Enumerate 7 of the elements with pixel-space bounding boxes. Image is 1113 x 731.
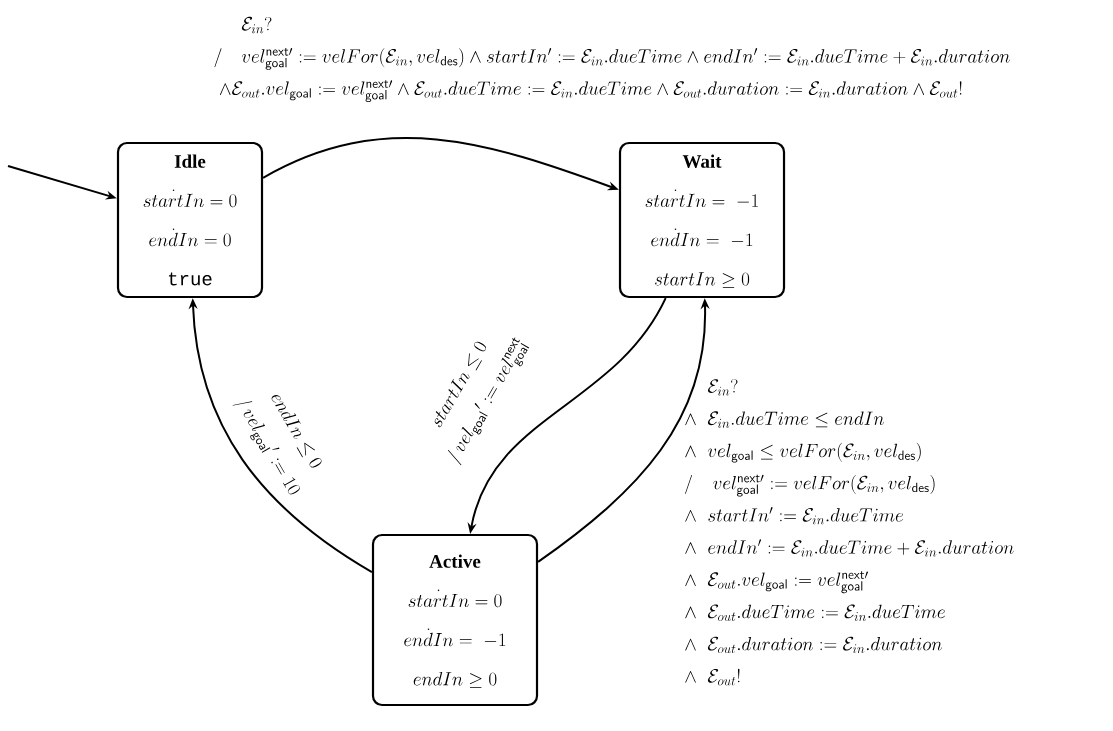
state-box: Wait $\dot{startIn} = \;-1$ $\dot{endIn} = \;-1$ $startIn \geq 0$ xyxy=(618,141,786,299)
edge-label: $\begin{array}{@{}l@{\;\;}l@{}} & \mathcal{E}_{in}? \\ \wedge & \mathcal{E}_{in}.dueTime \leq endIn \\ \wedge & vel_{\mathsf{goal}} \leq velFor(\mathcal{E}_{in}, vel_{\mathsf{des}}) \\ / & \; vel^{\mathsf{next}\prime}_{\mathsf{goal}} := velFor(\mathcal{E}_{in}, vel_{\mathsf{des}}) \\ \wedge & startIn' := \mathcal{E}_{in}.dueTime \\ \wedge & endIn' := \mathcal{E}_{in}.dueTime + \mathcal{E}_{in}.duration \\ \wedge & \mathcal{E}_{out}.vel_{\mathsf{goal}} := vel^{\mathsf{next}\prime}_{\mathsf{goal}} \\ \wedge & \mathcal{E}_{out}.dueTime := \mathcal{E}_{in}.dueTime \\ \wedge & \mathcal{E}_{out}.duration := \mathcal{E}_{in}.duration \\ \wedge & \mathcal{E}_{out}! \end{array}$ xyxy=(685,379,1014,686)
edge-label: $\begin{array}{c} startIn \leq 0 \\ /\, vel_{\mathsf{goal}}{}' := vel^{\mathsf{next}}_{\mathsf{goal}} \end{array}$ xyxy=(434,337,530,466)
state-box: Idle $\dot{startIn} = 0$ $\dot{endIn} = 0$ true xyxy=(116,141,264,299)
state-box: Active $\dot{startIn} = 0$ $\dot{endIn} = \;-1$ $endIn \geq 0$ xyxy=(371,533,539,707)
edge-label: $\begin{array}{c} endIn \leq 0 \\ /\, vel_{\mathsf{goal}}{}' := 10 \end{array}$ xyxy=(232,395,322,495)
edge-label: $\begin{array}{@{}l@{\quad}l@{}} & \mathcal{E}_{in}? \\ / & vel^{\mathsf{next}\prime}_{\mathsf{goal}} := velFor(\mathcal{E}_{in}, vel_{\mathsf{des}}) \wedge startIn' := \mathcal{E}_{in}.dueTime \wedge endIn' := \mathcal{E}_{in}.dueTime + \mathcal{E}_{in}.duration \\ \multicolumn{2}{@{}l}{\;\wedge \mathcal{E}_{out}.vel_{\mathsf{goal}} := vel^{\mathsf{next}\prime}_{\mathsf{goal}} \wedge \mathcal{E}_{out}.dueTime := \mathcal{E}_{in}.dueTime \wedge \mathcal{E}_{out}.duration := \mathcal{E}_{in}.duration \wedge \mathcal{E}_{out}!} \end{array}$ xyxy=(214,16,1010,103)
